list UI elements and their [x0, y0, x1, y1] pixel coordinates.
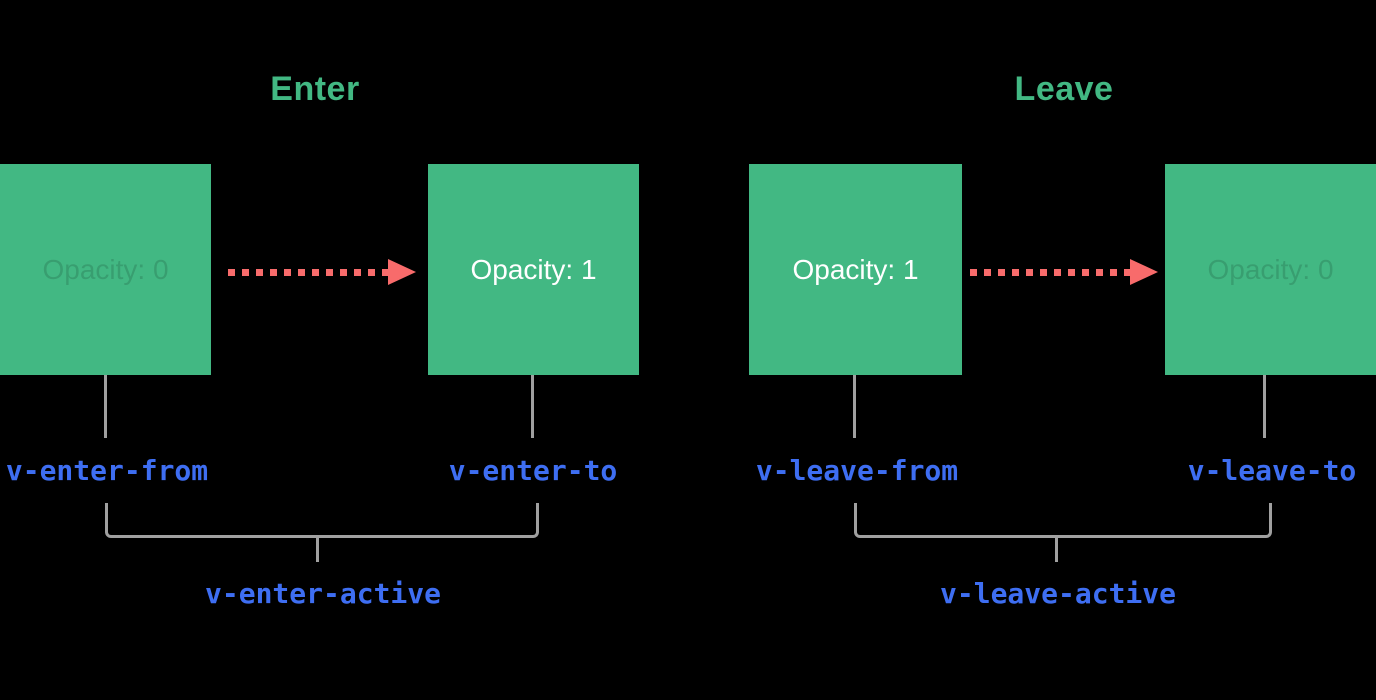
leave-to-box-opacity-label: Opacity: 0	[1207, 253, 1334, 285]
enter-to-box: Opacity: 1	[428, 164, 639, 375]
leave-section-title: Leave	[1014, 70, 1114, 108]
leave-to-connector-line	[1263, 375, 1266, 438]
leave-to-box: Opacity: 0	[1165, 164, 1376, 375]
leave-from-connector-line	[853, 375, 856, 438]
leave-from-box-opacity-label: Opacity: 1	[792, 253, 919, 285]
leave-from-box: Opacity: 1	[749, 164, 962, 375]
enter-active-bracket-stem	[316, 538, 319, 562]
leave-arrow-head-icon	[1130, 259, 1158, 285]
class-label-v-enter-active: v-enter-active	[204, 577, 442, 610]
enter-section-title: Enter	[270, 70, 360, 108]
enter-from-box-opacity-label: Opacity: 0	[42, 253, 169, 285]
class-label-v-enter-to: v-enter-to	[448, 454, 618, 487]
enter-arrow-head-icon	[388, 259, 416, 285]
class-label-v-leave-from: v-leave-from	[755, 454, 959, 487]
enter-active-bracket	[105, 503, 539, 538]
leave-transition-arrow-dashes	[970, 269, 1130, 276]
class-label-v-enter-from: v-enter-from	[5, 454, 209, 487]
enter-transition-arrow-dashes	[228, 269, 388, 276]
enter-to-connector-line	[531, 375, 534, 438]
enter-to-box-opacity-label: Opacity: 1	[470, 253, 597, 285]
enter-from-connector-line	[104, 375, 107, 438]
leave-active-bracket-stem	[1055, 538, 1058, 562]
class-label-v-leave-to: v-leave-to	[1187, 454, 1357, 487]
enter-from-box: Opacity: 0	[0, 164, 211, 375]
class-label-v-leave-active: v-leave-active	[939, 577, 1177, 610]
leave-active-bracket	[854, 503, 1272, 538]
